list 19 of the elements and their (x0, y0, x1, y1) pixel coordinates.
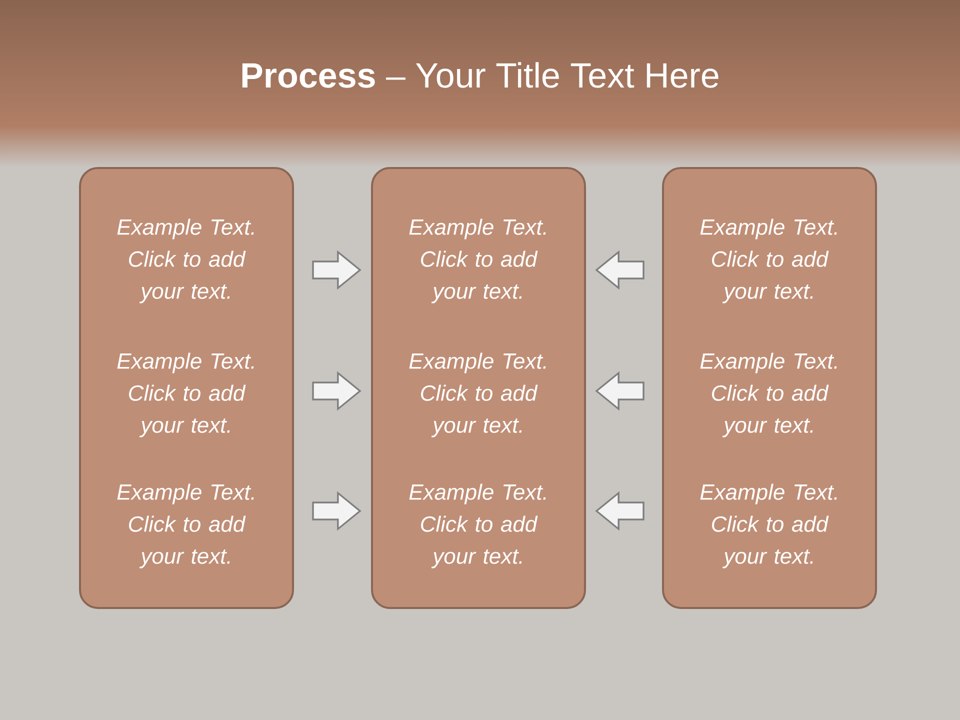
block-arrow (595, 250, 644, 290)
block-arrow (595, 371, 644, 411)
step-text: Example Text. Click to add your text. (117, 484, 254, 568)
step-text: Example Text. Click to add your text. (117, 352, 254, 438)
block-arrow (312, 250, 362, 290)
step-text: Example Text. Click to add your text. (700, 352, 837, 438)
rounded-box (79, 167, 294, 609)
step-text: Example Text. Click to add your text. (700, 484, 837, 568)
block-arrow (595, 491, 644, 531)
rounded-box (371, 167, 586, 609)
block-arrow (312, 371, 362, 411)
step-text: Example Text. Click to add your text. (409, 484, 546, 568)
title: Process – Your Title Text Here (242, 62, 718, 88)
step-text: Example Text. Click to add your text. (409, 218, 546, 304)
step-text: Example Text. Click to add your text. (700, 218, 837, 304)
step-text: Example Text. Click to add your text. (117, 218, 254, 304)
rounded-box (662, 167, 878, 609)
block-arrow (312, 491, 362, 531)
step-text: Example Text. Click to add your text. (409, 352, 546, 438)
